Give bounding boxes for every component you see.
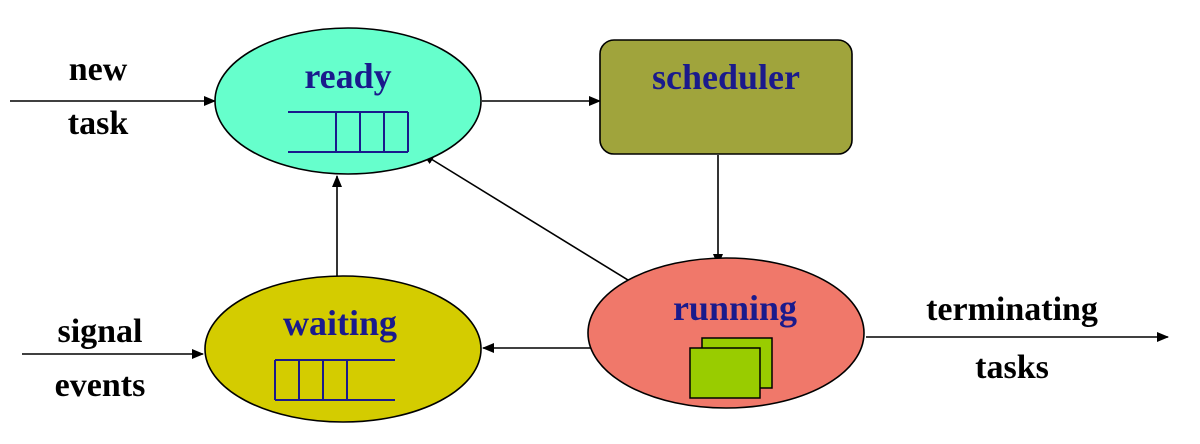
task-windows-icon: [689, 337, 773, 399]
scheduler-box: [599, 39, 853, 155]
ready-ellipse: [214, 27, 482, 175]
new-task-label-line1: new: [69, 51, 128, 88]
scheduler-label: scheduler: [652, 57, 800, 97]
running-ellipse: [587, 257, 865, 409]
scheduler-node: scheduler: [599, 39, 853, 155]
running-label: running: [673, 288, 797, 328]
terminating-tasks-label-line1: terminating: [926, 291, 1098, 328]
edges: [10, 96, 1169, 359]
running-node: running: [587, 257, 865, 409]
new-task-label-line2: task: [68, 105, 129, 142]
edge-running-to-ready: [422, 153, 637, 286]
ready-queue-icon: [288, 111, 409, 153]
waiting-queue-icon: [274, 359, 395, 401]
terminating-tasks-label-line2: tasks: [975, 349, 1049, 386]
waiting-label: waiting: [283, 303, 397, 343]
ready-label: ready: [304, 56, 391, 96]
waiting-node: waiting: [204, 275, 482, 423]
ready-node: ready: [214, 27, 482, 175]
task-window-front: [689, 347, 761, 399]
signal-events-label-line2: events: [55, 367, 146, 404]
signal-events-label-line1: signal: [57, 313, 142, 350]
